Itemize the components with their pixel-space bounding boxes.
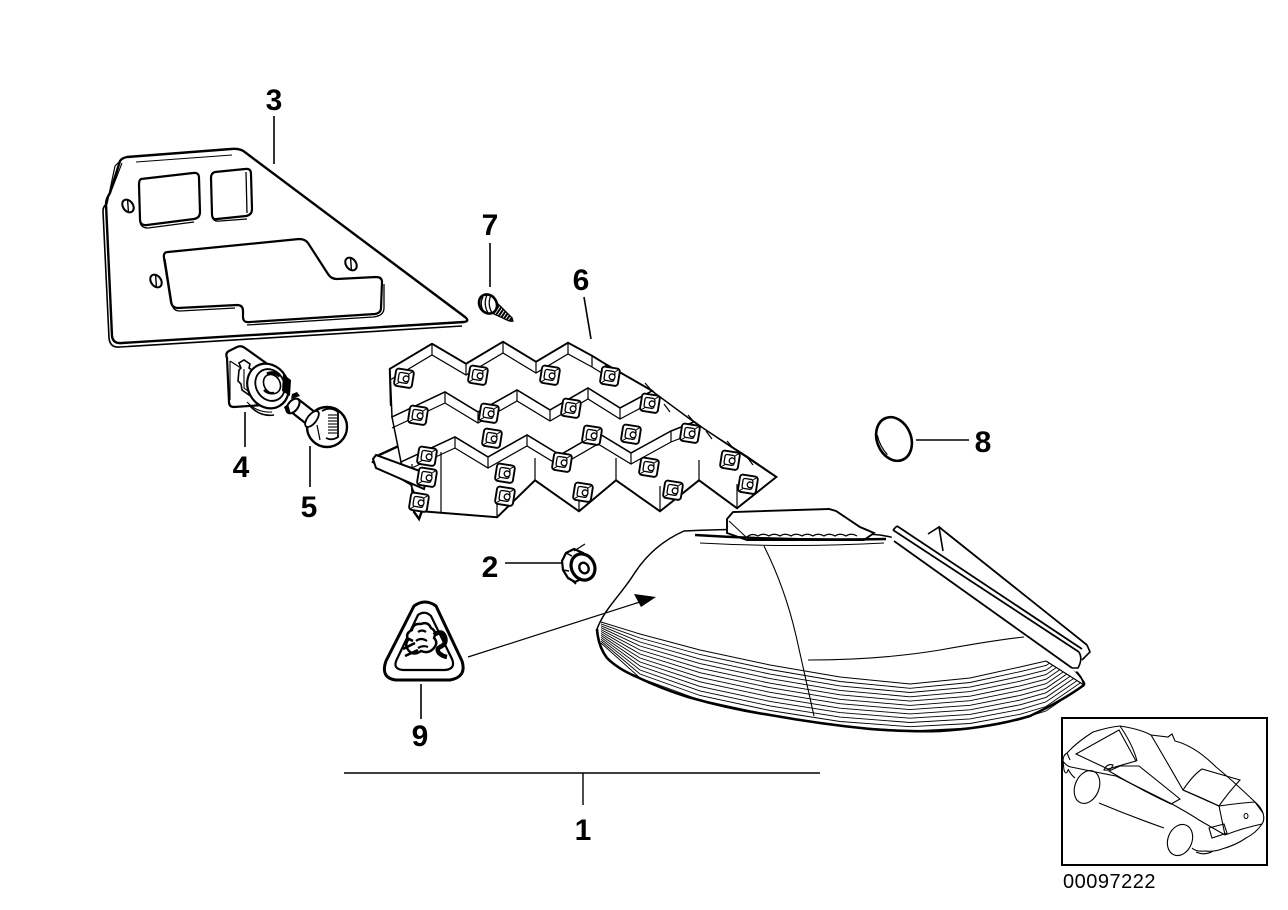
svg-text:7: 7 (482, 209, 499, 242)
svg-text:6: 6 (573, 264, 590, 297)
svg-text:2: 2 (482, 551, 499, 584)
svg-text:00097222: 00097222 (1063, 871, 1156, 893)
svg-text:9: 9 (412, 720, 429, 753)
svg-text:5: 5 (301, 491, 318, 524)
svg-text:8: 8 (975, 426, 992, 459)
svg-text:3: 3 (266, 84, 283, 117)
svg-text:4: 4 (233, 451, 250, 484)
svg-text:1: 1 (575, 814, 592, 847)
